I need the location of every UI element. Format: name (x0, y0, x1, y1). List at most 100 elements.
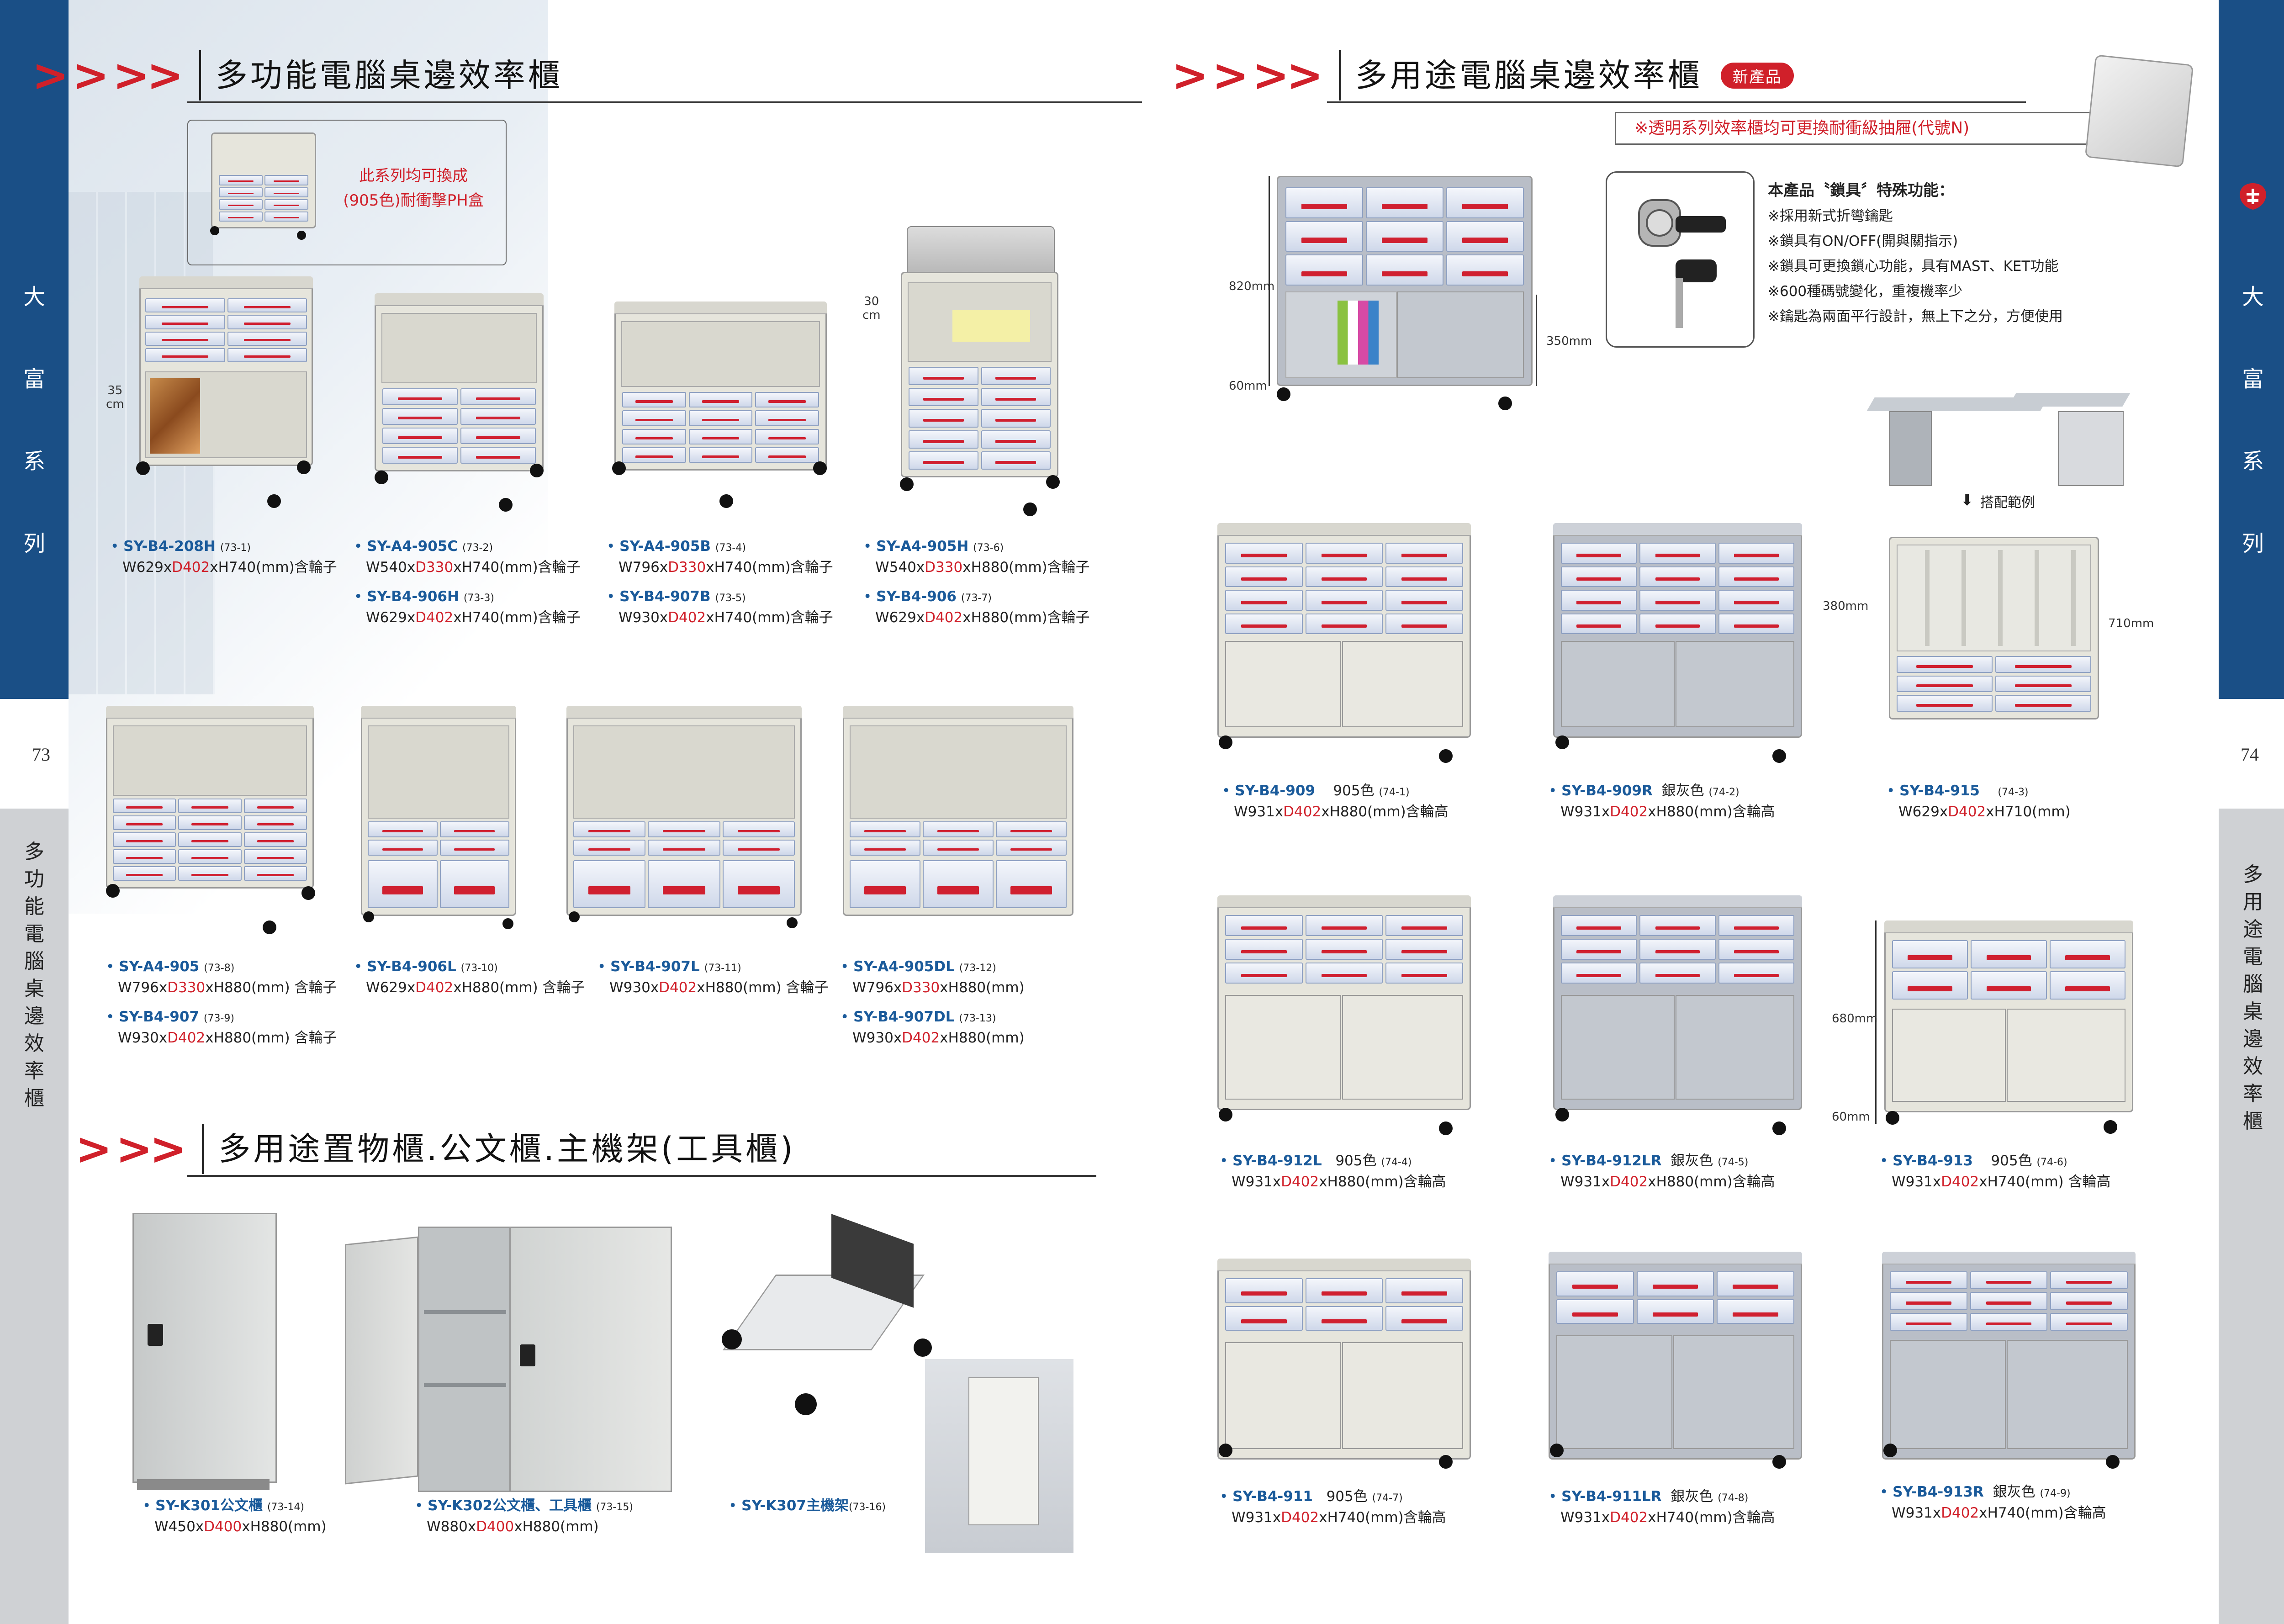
wheel (297, 460, 311, 474)
product-image-907l (566, 706, 802, 916)
product-caption: • SY-B4-913 905色 (74-6) W931xD402xH740(m… (1880, 1153, 2111, 1190)
product-caption: • SY-B4-911 905色 (74-7) W931xD402xH740(m… (1220, 1488, 1446, 1526)
product-image-906l (361, 706, 516, 916)
wheel (1277, 387, 1290, 401)
chevron-right-icon: > (1172, 50, 1208, 101)
dimension-label: 380mm (1823, 599, 1869, 613)
section-title: 多用途電腦桌邊效率櫃 (1338, 50, 1702, 101)
wheel (1219, 735, 1232, 749)
product-caption: • SY-B4-912LR 銀灰色 (74-5) W931xD402xH880(… (1549, 1153, 1775, 1190)
wheel (813, 461, 827, 475)
right-brand-vertical-text: 大富系列 (2242, 284, 2264, 556)
wheel (499, 498, 513, 512)
product-image-b915 (1889, 537, 2099, 719)
product-image-905 (106, 706, 314, 889)
product-caption: • SY-B4-911LR 銀灰色 (74-8) W931xD402xH740(… (1549, 1488, 1775, 1526)
dimension-label: 680mm (1832, 1012, 1878, 1026)
ph-box-note (187, 120, 507, 265)
wheel (297, 231, 306, 240)
wheel (1498, 397, 1512, 410)
dimension-label: 710mm (2108, 617, 2154, 630)
wheel (1555, 735, 1569, 749)
product-caption: • SY-B4-909 905色 (74-1) W931xD402xH880(m… (1222, 783, 1449, 820)
left-section-strip (0, 809, 69, 1624)
wheel (1550, 1444, 1564, 1457)
product-image-b913 (1884, 920, 2133, 1112)
arrow-down-icon: ⬇ (1961, 491, 1974, 509)
right-brand-strip (2219, 0, 2284, 699)
wheel (1023, 503, 1037, 516)
product-caption: • SY-B4-912L 905色 (74-4) W931xD402xH880(… (1220, 1153, 1446, 1190)
heading-underline (187, 1175, 1096, 1177)
wheel (1219, 1444, 1232, 1457)
dimension-line (1536, 295, 1537, 386)
wheel (1772, 749, 1786, 763)
product-caption: • SY-B4-913R 銀灰色 (74-9) W931xD402xH740(m… (1880, 1484, 2106, 1521)
lock-key-image (1606, 171, 1755, 348)
product-caption: • SY-B4-907L (73-11) W930xD402xH880(mm) … (597, 958, 829, 996)
product-caption: • SY-B4-208H (73-1) W629xD402xH740(mm)含輪… (111, 538, 337, 576)
drawer-tray-image (2084, 54, 2194, 168)
drawer-replacement-note: ※透明系列效率櫃均可更換耐衝級抽屜(代號N) (1615, 112, 2116, 145)
page-number-right: 74 (2241, 744, 2259, 765)
product-image-b912l (1217, 895, 1471, 1110)
left-section-vertical-text: 多功能電腦桌邊效率櫃 (24, 840, 44, 1110)
wheel (267, 494, 281, 508)
wheel (263, 920, 276, 934)
wheel (787, 917, 798, 928)
product-image-k307-stand (722, 1214, 941, 1416)
dimension-line (1269, 176, 1270, 386)
wheel (136, 461, 150, 475)
wheel (502, 918, 513, 929)
dimension-label: 350mm (1546, 334, 1592, 348)
product-image-905b (614, 302, 827, 471)
desk-example-image (1861, 384, 2131, 496)
product-image-b909 (1217, 523, 1471, 738)
heading-underline (187, 101, 1142, 103)
right-section-vertical-text: 多用途電腦桌邊效率櫃 (2243, 863, 2263, 1133)
wheel (1883, 1444, 1897, 1457)
dimension-label: 820mm (1229, 280, 1275, 293)
product-image-b911lr (1549, 1252, 1802, 1460)
wheel (1772, 1121, 1786, 1135)
chevron-right-icon: > (1212, 50, 1248, 101)
section-heading-1: > > >> 多功能電腦桌邊效率櫃 (32, 50, 563, 101)
cabinet-thumbnail (211, 132, 316, 228)
cabinet-base (137, 1479, 270, 1490)
section-title: 多功能電腦桌邊效率櫃 (199, 50, 563, 101)
match-example-label: 搭配範例 (1980, 495, 2035, 511)
product-image-k307-computer (925, 1359, 1073, 1553)
chevron-right-icon: > (75, 1123, 112, 1174)
double-chevron-right-icon: >> (116, 1123, 186, 1174)
wheel (719, 494, 733, 508)
wheel (1219, 1108, 1232, 1121)
printer-image (907, 226, 1055, 278)
wheel (1886, 1111, 1899, 1125)
section-heading-3: > > >> 多用途電腦桌邊效率櫃 新產品 (1172, 50, 1794, 101)
product-image-b911 (1217, 1259, 1471, 1460)
product-image-b912lr (1553, 895, 1802, 1110)
product-caption: • SY-K307主機架(73-16) (729, 1497, 886, 1514)
product-image-new-cabinet (1277, 176, 1533, 386)
chevron-right-icon: > (32, 50, 69, 101)
double-chevron-right-icon: >> (1252, 50, 1323, 101)
wheel (210, 226, 219, 235)
dimension-line (1875, 920, 1877, 1124)
product-caption: • SY-B4-915 (74-3) W629xD402xH710(mm) (1887, 783, 2071, 820)
chevron-right-icon: > (72, 50, 109, 101)
product-caption: • SY-K301公文櫃 (73-14) W450xD400xH880(mm) (143, 1497, 327, 1535)
product-image-k302 (345, 1227, 672, 1492)
wheel (612, 461, 626, 475)
double-chevron-right-icon: >> (112, 50, 184, 101)
section-heading-2: > >> 多用途置物櫃.公文櫃.主機架(工具櫃) (75, 1124, 795, 1174)
wheel (1439, 1455, 1453, 1469)
product-caption: • SY-A4-905B (73-4) W796xD330xH740(mm)含輪… (607, 538, 833, 626)
product-image-208h (139, 276, 313, 466)
wheel (2106, 1455, 2120, 1469)
wheel (375, 471, 388, 484)
wheel (106, 884, 120, 898)
product-caption: • SY-A4-905H (73-6) W540xD330xH880(mm)含輪… (863, 538, 1090, 626)
dimension-label: 60mm (1832, 1110, 1870, 1124)
